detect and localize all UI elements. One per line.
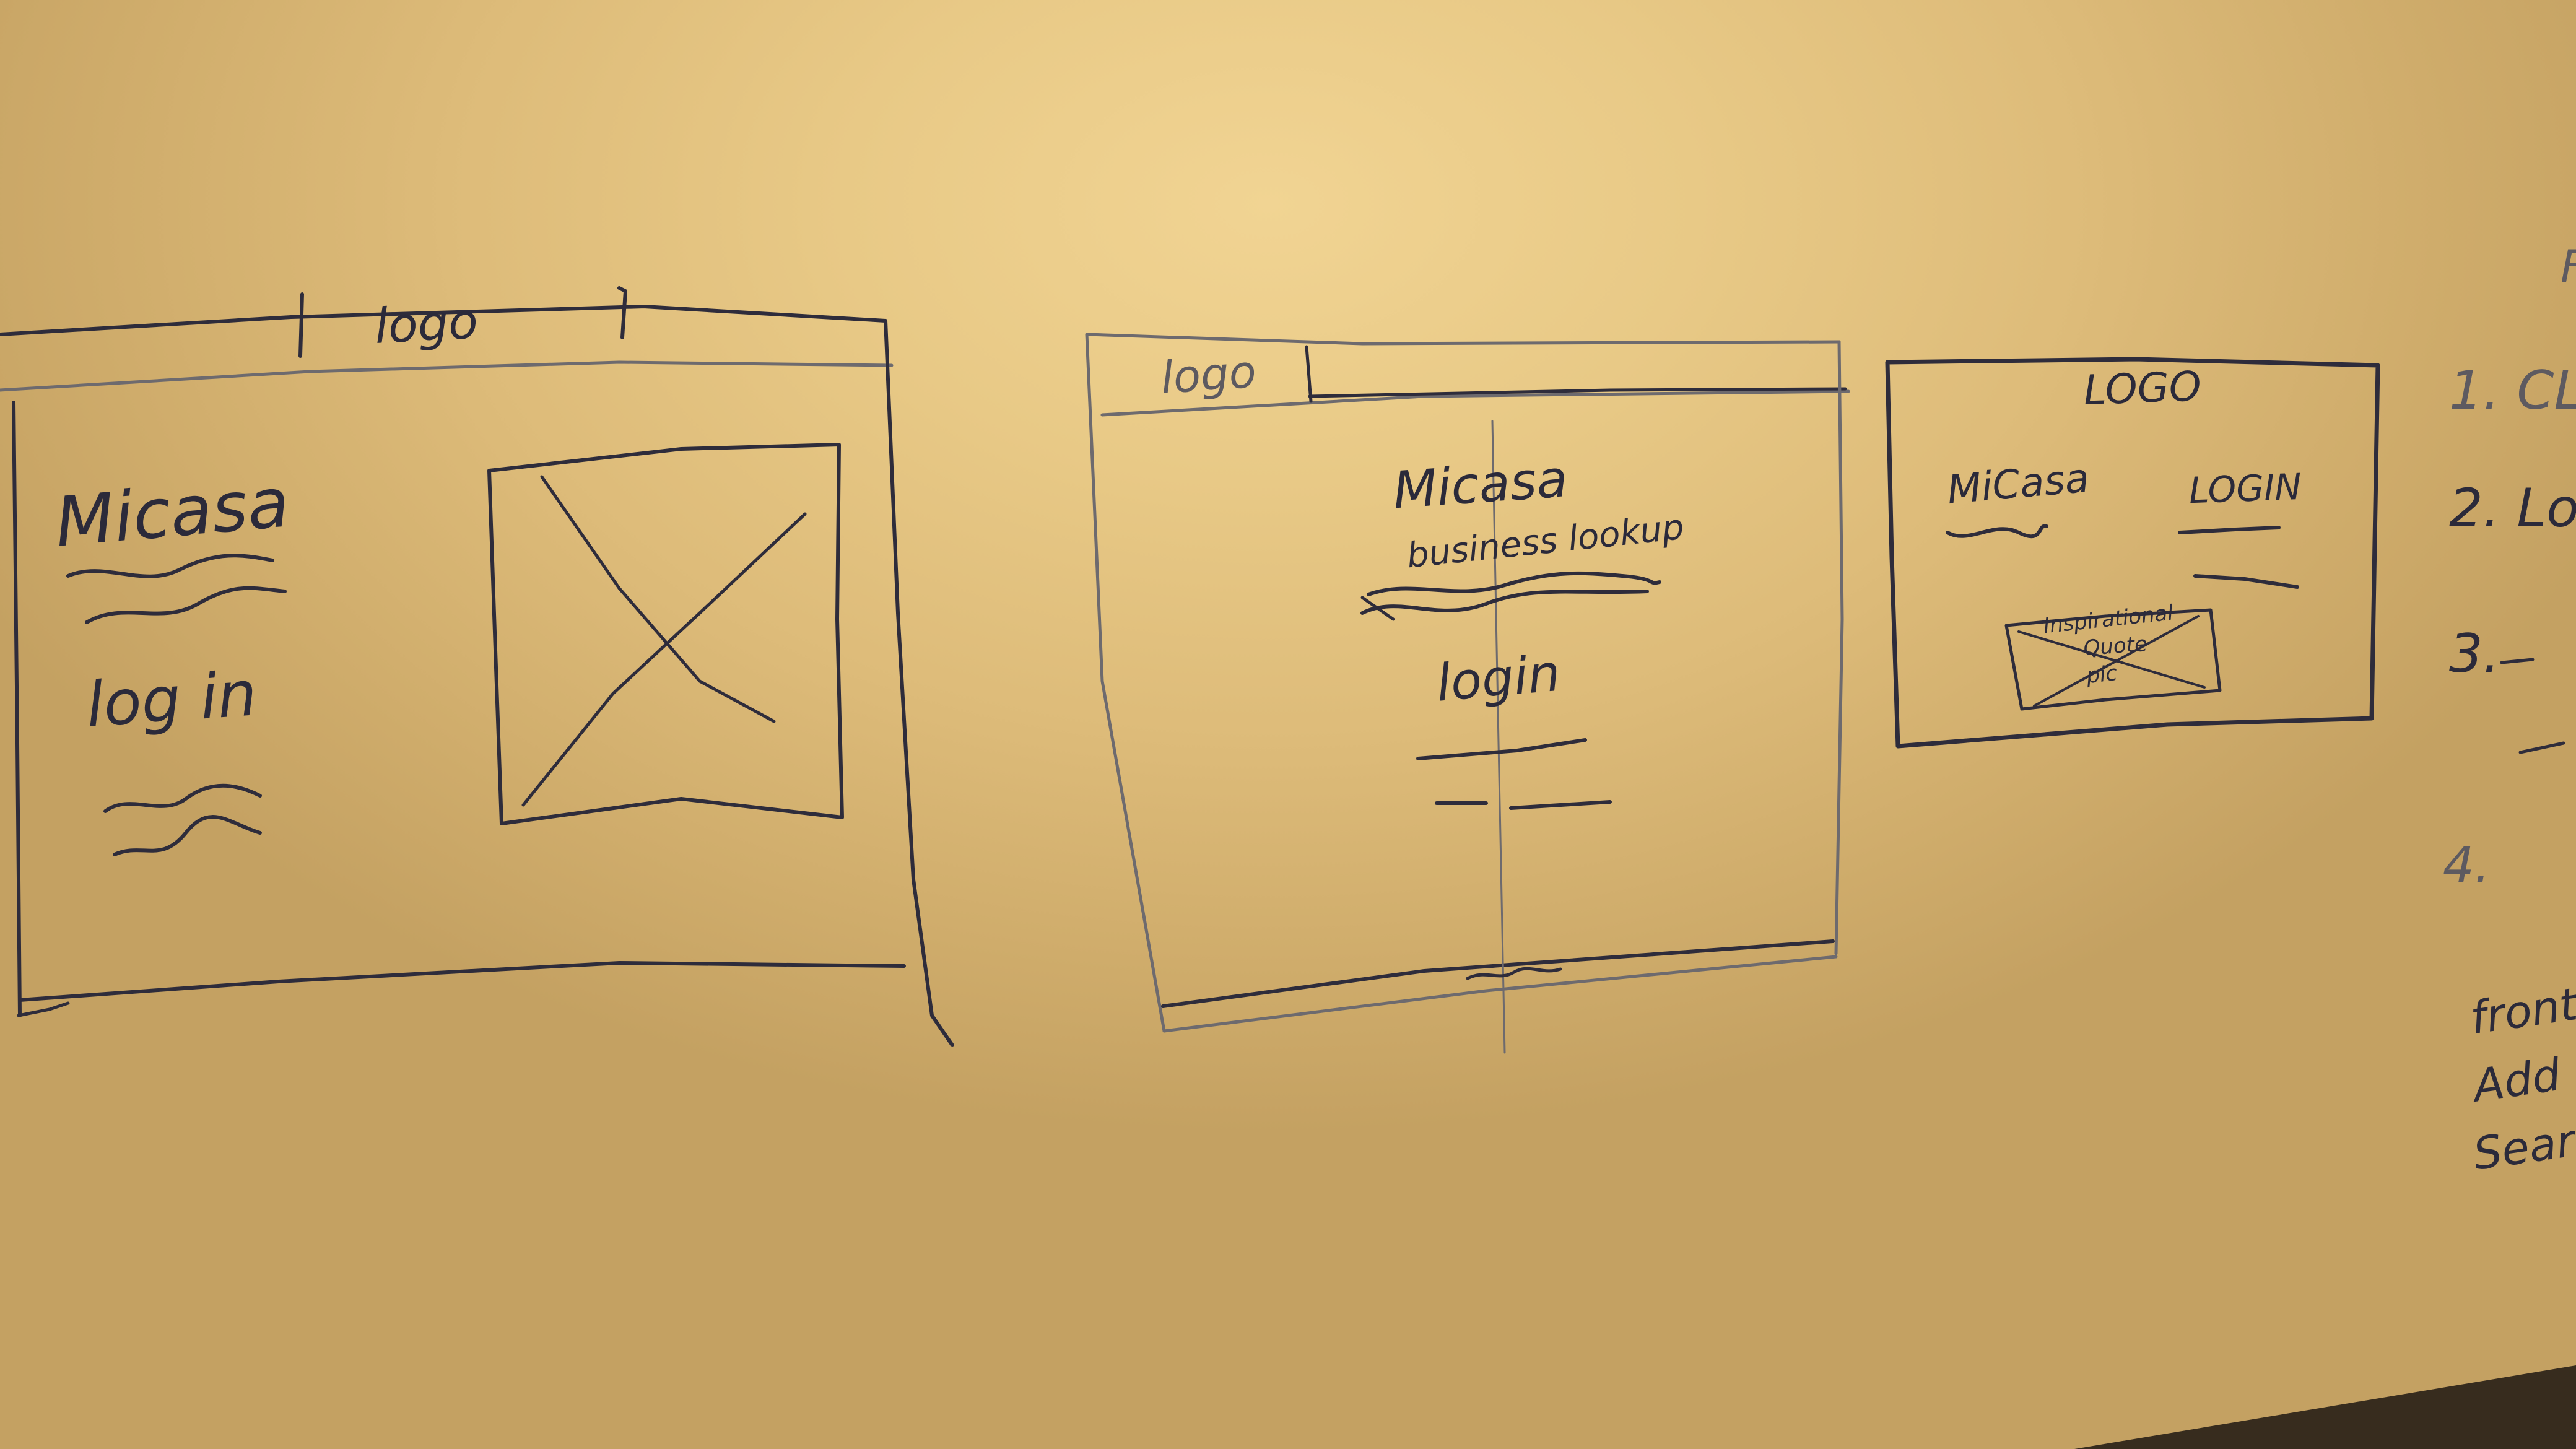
sketch-1-input-squiggle	[113, 815, 262, 856]
sketch-2-text-squiggle	[1360, 590, 1649, 615]
sketch-1-text-squiggle	[66, 554, 274, 578]
sketch-2-login-block: login	[1416, 644, 1612, 810]
sketch-1-text-squiggle	[85, 586, 287, 624]
sketch-3-quote-image-placeholder: Inspirational Quote pic	[2004, 601, 2222, 711]
sketch-3-login-block: LOGIN	[2178, 466, 2302, 589]
sketch-1-logo-label: logo	[373, 294, 479, 355]
sketch-1-image-placeholder	[487, 443, 844, 825]
sketch-1-login-label: log in	[84, 657, 259, 741]
sketch-2-brand-label: Micasa	[1391, 450, 1570, 520]
notes-list-item: 1. CLI	[2449, 360, 2576, 422]
sketch-2-text-squiggle	[1367, 571, 1661, 596]
sketch-2-username-field-line	[1416, 738, 1587, 760]
sketch-2-tagline-label: business lookup	[1405, 507, 1686, 577]
sketch-2-logo-header: logo	[1159, 346, 1258, 404]
wireframe-sketch-desktop-left: logo Micasa log in	[0, 286, 954, 1047]
sketch-1-brand-block: Micasa	[52, 463, 292, 624]
sketch-3-text-squiggle	[1946, 524, 2048, 539]
wireframe-sketch-middle: logo Micasa business lookup login	[1085, 333, 1850, 1054]
sketch-2-password-field-line	[1509, 800, 1612, 810]
notes-list-item: 3.	[2449, 623, 2500, 685]
sketch-3-logo-label: LOGO	[2083, 362, 2202, 414]
sketch-3-login-label: LOGIN	[2188, 466, 2302, 511]
wireframe-sketch-right: LOGO MiCasa LOGIN Inspirational Quote pi…	[1885, 357, 2380, 749]
notes-list-item: 2. Login	[2449, 477, 2576, 539]
notes-heading-fragment: F	[2561, 240, 2576, 292]
notes-list-item-squiggle	[2518, 741, 2565, 754]
notes-list-item-squiggle	[2500, 658, 2535, 664]
sketch-3-login-underline	[2178, 526, 2281, 534]
sketch-3-quote-caption-line: Inspirational	[2042, 601, 2175, 639]
notes-list-item: 4.	[2443, 837, 2490, 894]
sketch-3-quote-caption-line: Quote	[2082, 632, 2148, 661]
sketch-1-input-squiggle	[103, 783, 262, 813]
sketch-2-logo-label: logo	[1159, 346, 1258, 404]
notes-footer-line: front	[2467, 978, 2576, 1045]
sketch-2-brand-block: Micasa business lookup	[1360, 450, 1686, 621]
notes-footer-line: Add on	[2468, 1038, 2576, 1112]
sketch-3-brand-label: MiCasa	[1946, 455, 2091, 513]
sketch-2-footer-squiggle	[1466, 967, 1562, 980]
sketch-3-quote-caption-line: pic	[2084, 661, 2118, 689]
notes-footer-line: Search	[2470, 1107, 2576, 1180]
sketch-3-brand-block: MiCasa	[1946, 455, 2091, 539]
whiteboard-notes: F 1. CLI 2. Login 3. 4. front Add on Sea…	[2443, 240, 2576, 1180]
sketch-3-field-line	[2193, 574, 2299, 589]
sketch-1-brand-label: Micasa	[52, 463, 292, 562]
sketch-1-login-block: log in	[84, 657, 262, 856]
sketch-2-login-label: login	[1434, 644, 1562, 713]
sketch-1-logo-header: logo	[373, 294, 479, 355]
